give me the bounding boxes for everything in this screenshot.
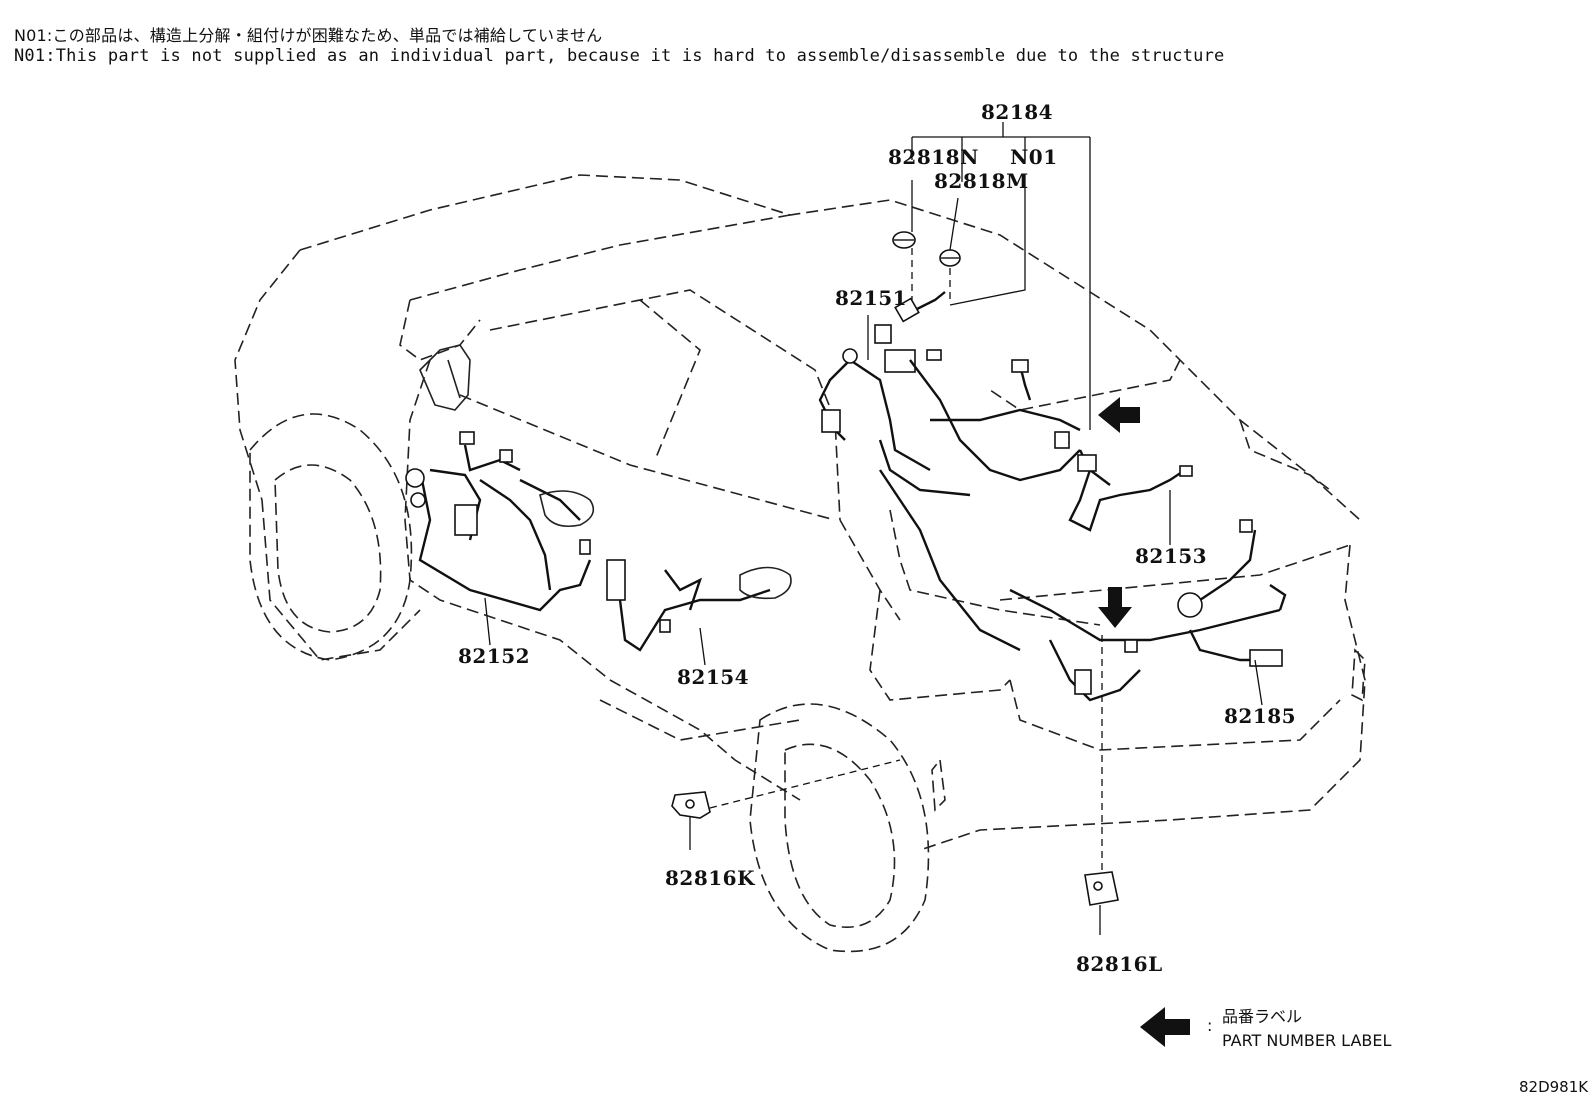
bracket-82816K bbox=[671, 791, 711, 850]
clip-82818N bbox=[892, 231, 916, 249]
bracket-82816L bbox=[1084, 871, 1119, 935]
part-label-82154: 82154 bbox=[677, 665, 749, 689]
leader-lines bbox=[484, 122, 1263, 870]
harness-82154 bbox=[606, 559, 792, 652]
filled-arrow-left-icon bbox=[1140, 1007, 1190, 1047]
part-number-label-arrow-backdoor bbox=[1098, 587, 1132, 628]
legend-label-en: PART NUMBER LABEL bbox=[1222, 1031, 1391, 1050]
part-label-82816L: 82816L bbox=[1076, 952, 1163, 976]
clip-82818M bbox=[939, 249, 961, 267]
note-english: N01:This part is not supplied as an indi… bbox=[14, 46, 1225, 66]
svg-text::: : bbox=[1207, 1016, 1212, 1035]
part-label-82185: 82185 bbox=[1224, 704, 1296, 728]
vehicle-body-outline bbox=[234, 174, 1366, 953]
part-label-82818N: 82818N bbox=[888, 145, 979, 169]
part-label-82151: 82151 bbox=[835, 286, 907, 310]
part-label-82818M: 82818M bbox=[934, 169, 1029, 193]
diagram-code: 82D981K bbox=[1519, 1078, 1589, 1096]
side-mirror bbox=[419, 344, 471, 411]
part-number-label-arrow-roof bbox=[1098, 397, 1140, 433]
note-japanese: N01:この部品は、構造上分解・組付けが困難なため、単品では補給していません bbox=[14, 26, 603, 45]
part-label-82153: 82153 bbox=[1135, 544, 1207, 568]
harness-82151 bbox=[818, 324, 931, 472]
part-label-N01: N01 bbox=[1010, 145, 1058, 169]
legend: : 品番ラベル PART NUMBER LABEL bbox=[1140, 1007, 1391, 1050]
legend-label-ja: 品番ラベル bbox=[1222, 1007, 1302, 1026]
harness-82184 bbox=[878, 291, 1081, 652]
harness-82185 bbox=[1009, 519, 1287, 702]
harness-82152 bbox=[405, 431, 595, 612]
part-label-82152: 82152 bbox=[458, 644, 530, 668]
part-label-82816K: 82816K bbox=[665, 866, 755, 890]
harness-82153 bbox=[1068, 449, 1193, 532]
part-label-82184: 82184 bbox=[981, 100, 1053, 124]
